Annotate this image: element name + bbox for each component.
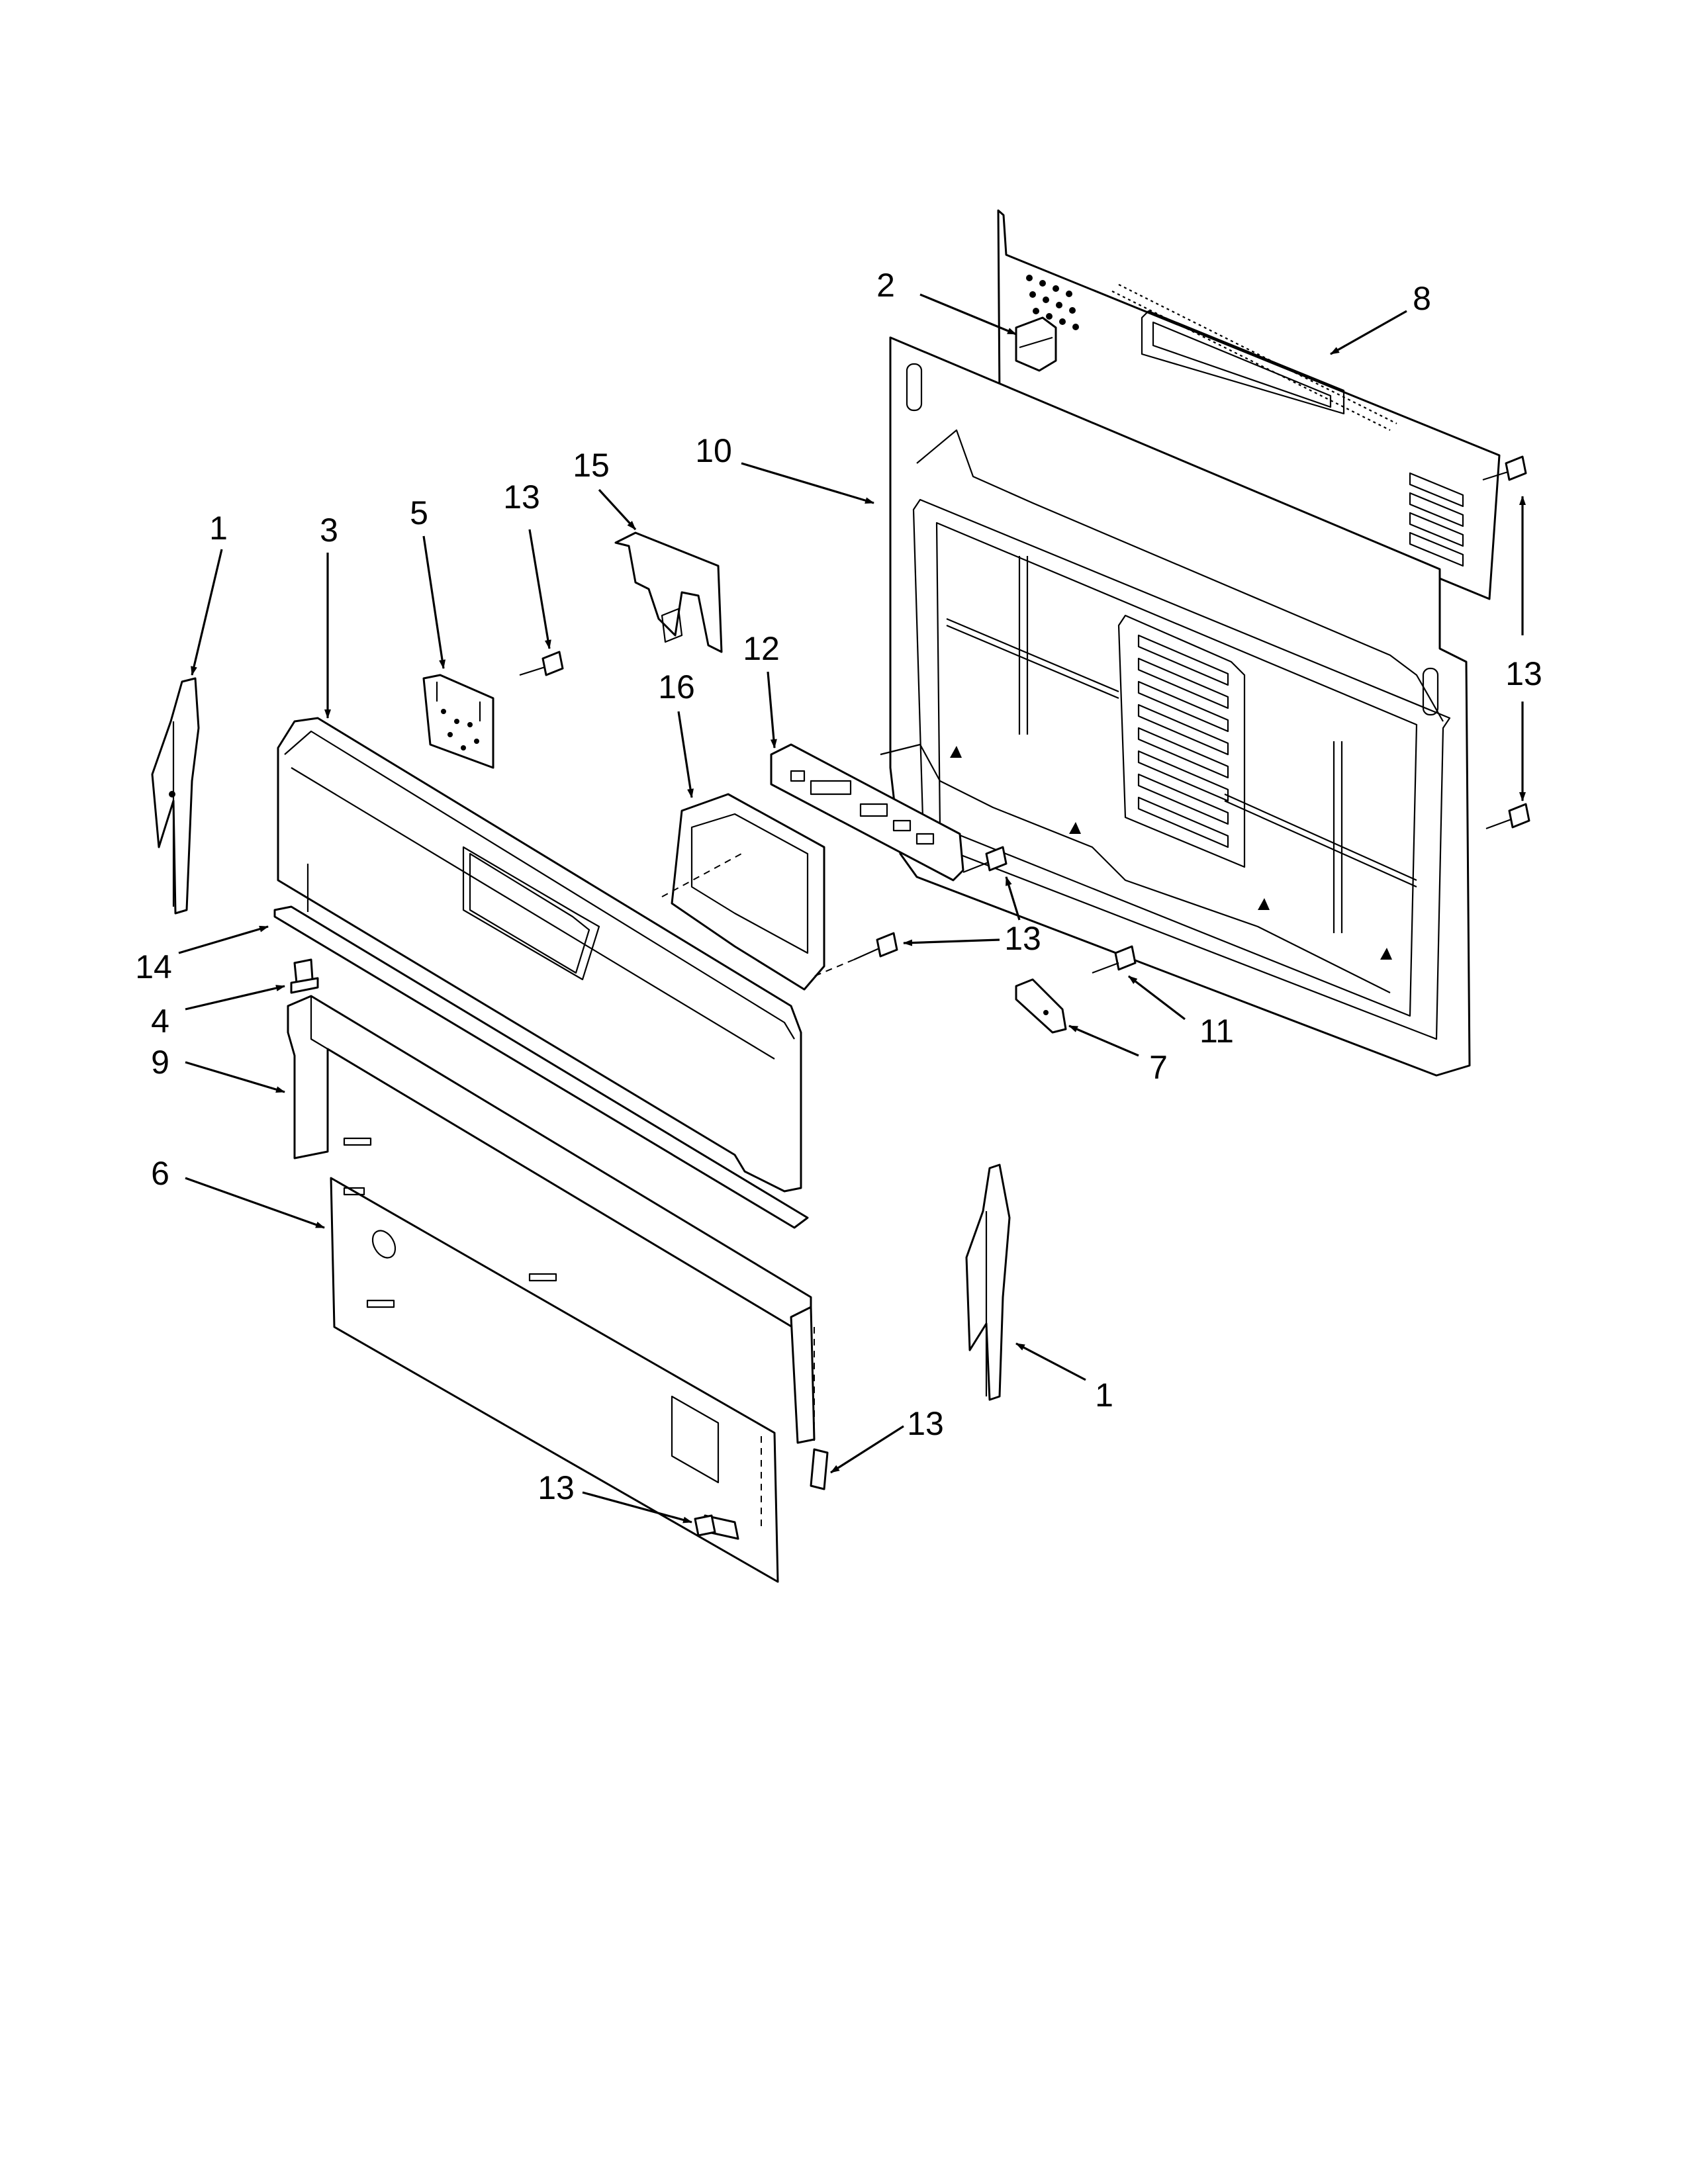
leader-13-c — [528, 529, 551, 649]
part-1-left-side-trim — [151, 677, 200, 915]
part-4-screw — [290, 958, 319, 994]
leader-13-f — [830, 1425, 904, 1474]
leader-15 — [598, 488, 637, 531]
callout-12: 12 — [743, 630, 780, 667]
callout-13-c: 13 — [1004, 920, 1041, 957]
callout-4: 4 — [151, 1003, 169, 1040]
leader-12 — [767, 671, 777, 749]
leader-7 — [1068, 1024, 1139, 1057]
leader-1-left — [191, 549, 223, 676]
leader-10 — [741, 462, 874, 504]
screw-13-d — [962, 846, 1008, 874]
leader-11 — [1128, 975, 1186, 1021]
part-1-right-side-trim — [965, 1163, 1011, 1401]
callout-10: 10 — [695, 432, 732, 469]
leader-9 — [185, 1061, 285, 1093]
part-15-clip — [614, 531, 723, 653]
part-3-control-panel — [277, 717, 802, 1193]
leader-14 — [178, 925, 269, 954]
leader-8 — [1330, 310, 1407, 355]
leader-2 — [919, 293, 1017, 336]
part-7-clip — [1015, 978, 1067, 1034]
callout-13-e: 13 — [538, 1469, 575, 1506]
callout-16: 16 — [658, 668, 695, 705]
screw-13-c — [519, 651, 564, 676]
part-2-bracket — [1015, 316, 1057, 372]
part-10-back-panel — [880, 336, 1471, 1077]
screw-13-g — [694, 1436, 762, 1537]
leader-6 — [185, 1177, 325, 1229]
callout-7: 7 — [1149, 1049, 1168, 1086]
screw-13-e — [814, 932, 898, 977]
callout-1-left: 1 — [209, 510, 228, 547]
callout-15: 15 — [573, 447, 610, 484]
vent-holes — [1026, 275, 1079, 330]
callout-5: 5 — [410, 494, 428, 531]
louvre-slots — [1137, 634, 1229, 848]
leader-16 — [677, 711, 694, 798]
leader-13-d — [1005, 876, 1021, 921]
callout-14: 14 — [135, 948, 172, 985]
leader-13-g — [582, 1491, 692, 1524]
callout-13-a: 13 — [503, 478, 540, 516]
part-5-circuit-board — [422, 674, 494, 769]
callout-13-b: 13 — [1505, 655, 1542, 692]
callout-13-d: 13 — [907, 1405, 944, 1442]
part-12-touch-control — [770, 743, 964, 882]
part-11-screw — [1092, 945, 1137, 974]
callout-6: 6 — [151, 1155, 169, 1192]
screw-13-a — [1482, 455, 1527, 481]
part-16-frame — [661, 793, 825, 991]
callout-8: 8 — [1413, 280, 1431, 317]
part-14-rail — [273, 864, 809, 1229]
callout-11: 11 — [1199, 1013, 1234, 1050]
leader-4 — [185, 985, 285, 1011]
leader-lines — [178, 293, 1526, 1524]
callout-3: 3 — [320, 512, 338, 549]
callout-1-right: 1 — [1095, 1377, 1113, 1414]
part-9-bracket — [287, 995, 816, 1444]
leader-5 — [422, 535, 446, 669]
screw-13-f — [810, 1327, 829, 1490]
screw-13-b — [1485, 803, 1530, 830]
callout-9: 9 — [151, 1044, 169, 1081]
callout-2: 2 — [876, 267, 895, 304]
leader-1-right — [1015, 1342, 1086, 1381]
callout-labels: 1 1 2 3 4 5 6 7 8 9 10 11 12 13 13 13 13… — [135, 267, 1542, 1506]
leader-13-e — [903, 938, 1000, 946]
